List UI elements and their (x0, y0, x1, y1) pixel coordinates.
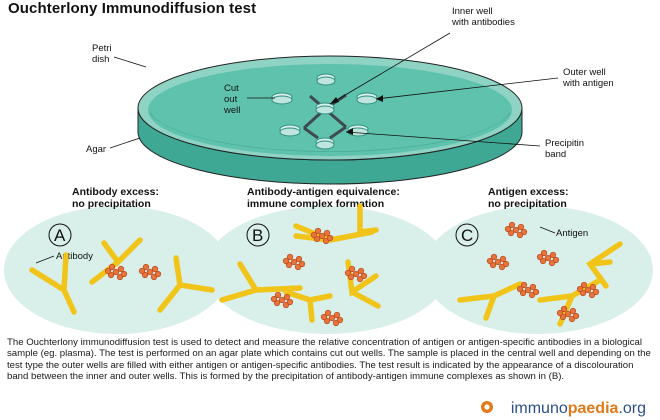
page-title: Ouchterlony Immunodiffusion test (8, 0, 257, 17)
well-bottom (315, 137, 335, 150)
panel-a-heading-1: Antibody excess: (72, 186, 159, 198)
antibody-1 (29, 252, 77, 315)
antibody-4 (219, 261, 303, 303)
antigen-cluster-5 (270, 291, 294, 309)
label-dish: dish (92, 54, 109, 65)
panel-a-letter: A (54, 226, 66, 245)
antigen-cluster-10 (486, 253, 510, 271)
panel-c-letter: C (461, 226, 473, 245)
well-upper-left (271, 92, 293, 105)
diagram-canvas: Petri dish Agar Cut out well Inner well … (4, 6, 653, 334)
antibody-11 (586, 241, 623, 289)
panel-c-heading-1: Antigen excess: (488, 186, 569, 198)
arrowheads (330, 95, 383, 135)
label-outer-well: Outer well (563, 67, 606, 78)
well-top (316, 73, 336, 86)
antigen-cluster-1 (104, 263, 128, 281)
label-inner-well: Inner well (452, 6, 493, 17)
wells (271, 73, 378, 150)
label-with-antigen: with antigen (562, 78, 614, 89)
antigen-cluster-3 (310, 227, 334, 245)
label-well: well (223, 105, 240, 116)
antigen-cluster-8 (504, 221, 528, 239)
description-text: The Ouchterlony immunodiffusion test is … (7, 337, 651, 383)
antigen-cluster-2 (138, 263, 162, 281)
brand-part-3: .org (618, 400, 646, 417)
label-cut: Cut (224, 83, 239, 94)
antigen-cluster-9 (536, 249, 560, 267)
panel-letters (48, 223, 479, 247)
brand-part-1: immuno (510, 400, 568, 417)
panel-b-letter: B (252, 226, 263, 245)
antibody-8 (357, 203, 379, 235)
antibody-5 (283, 289, 333, 323)
antigen-cluster-6 (344, 265, 368, 283)
antigen-molecules (104, 221, 600, 327)
antigen-cluster-4 (282, 253, 306, 271)
label-antibody: Antibody (56, 251, 93, 262)
antibody-3 (157, 255, 215, 313)
label-antigen: Antigen (556, 228, 588, 239)
well-upper-right (356, 92, 378, 105)
panel-c-heading-2: no precipitation (488, 198, 567, 210)
label-with-antibodies: with antibodies (451, 17, 515, 28)
antigen-cluster-11 (516, 281, 540, 299)
antigen-cluster-7 (320, 309, 344, 327)
label-band: band (545, 149, 566, 160)
label-precipitin: Precipitin (545, 138, 584, 149)
panel-a-heading-2: no precipitation (72, 198, 151, 210)
brand-logo-icon (481, 401, 493, 413)
panel-pointers (35, 226, 556, 264)
label-agar: Agar (86, 144, 106, 155)
well-lower-left (279, 124, 301, 137)
label-petri: Petri (92, 43, 112, 54)
antibody-9 (457, 281, 523, 321)
antigen-cluster-12 (576, 281, 600, 299)
brand-part-2: paedia (567, 400, 619, 417)
panel-backgrounds (4, 206, 653, 334)
well-center (315, 102, 335, 115)
label-out: out (224, 94, 238, 105)
panel-b-heading-1: Antibody-antigen equivalence: (247, 186, 400, 198)
pointer-lines (109, 32, 559, 149)
antigen-cluster-13 (556, 305, 580, 323)
brand-wordmark: immunopaedia.org (511, 400, 646, 418)
panel-b-heading-2: immune complex formation (247, 198, 384, 210)
